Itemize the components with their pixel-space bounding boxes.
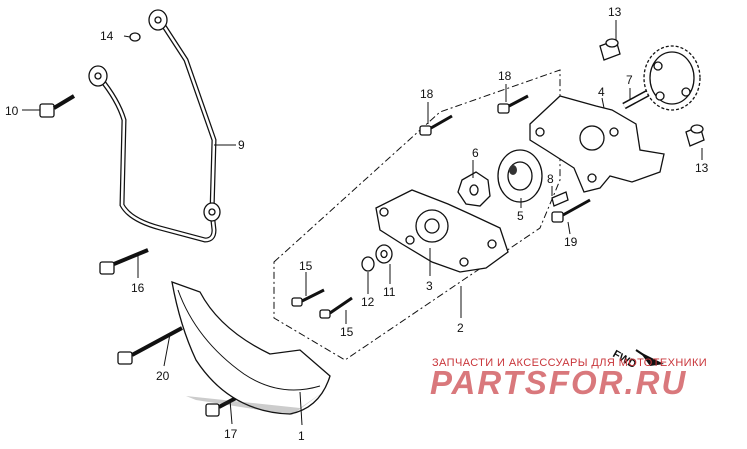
bolt-20 (117, 326, 183, 365)
callout-12: 12 (361, 295, 375, 309)
callout-7: 7 (626, 73, 633, 87)
bolt-16 (99, 248, 149, 275)
watermark-logo: PARTSFOR.RU (430, 364, 688, 401)
callout-13-upper: 13 (608, 5, 622, 19)
bolt-15-upper (291, 288, 325, 307)
callout-5: 5 (517, 209, 524, 223)
callout-13-lower: 13 (695, 161, 709, 175)
o-ring-12 (361, 256, 375, 272)
callout-16: 16 (131, 281, 145, 295)
callout-18-left: 18 (420, 87, 434, 101)
callout-4: 4 (598, 85, 605, 99)
pump-cover-plate (171, 281, 331, 415)
callout-20: 20 (156, 369, 170, 383)
bolt-17 (205, 396, 237, 417)
pump-housing (529, 95, 665, 193)
pump-body (375, 189, 509, 273)
callout-11: 11 (383, 285, 396, 299)
o-ring-14 (129, 32, 141, 42)
callout-2: 2 (457, 321, 464, 335)
callout-19: 19 (564, 235, 578, 249)
callout-14: 14 (100, 29, 114, 43)
callout-8: 8 (547, 172, 554, 186)
bolt-10 (39, 94, 76, 118)
pin-8 (551, 191, 569, 207)
callout-18-right: 18 (498, 69, 512, 83)
washer-11 (375, 244, 393, 264)
oil-pipe (88, 9, 221, 243)
drive-gear (643, 45, 701, 111)
dowel-pin-13-upper (599, 38, 621, 61)
fwd-direction-indicator (635, 349, 664, 366)
assembly-boundary (273, 69, 561, 361)
inner-rotor (457, 171, 491, 207)
callout-10: 10 (5, 104, 19, 118)
callout-1: 1 (298, 429, 305, 443)
callout-17: 17 (224, 427, 238, 441)
bolt-15-lower (319, 296, 353, 319)
dowel-pin-13-lower (685, 124, 705, 147)
bolt-18-right (497, 94, 529, 114)
callout-15-lower: 15 (340, 325, 354, 339)
bolt-18-left (419, 114, 453, 136)
callout-3: 3 (426, 279, 433, 293)
callout-15-upper: 15 (299, 259, 313, 273)
outer-rotor (497, 149, 543, 203)
bolt-19 (551, 198, 591, 223)
callout-6: 6 (472, 146, 479, 160)
watermark-subtitle: ЗАПЧАСТИ И АКСЕССУАРЫ ДЛЯ МОТОТЕХНИКИ (432, 357, 708, 369)
leader-lines (22, 20, 703, 426)
callout-9: 9 (238, 138, 245, 152)
